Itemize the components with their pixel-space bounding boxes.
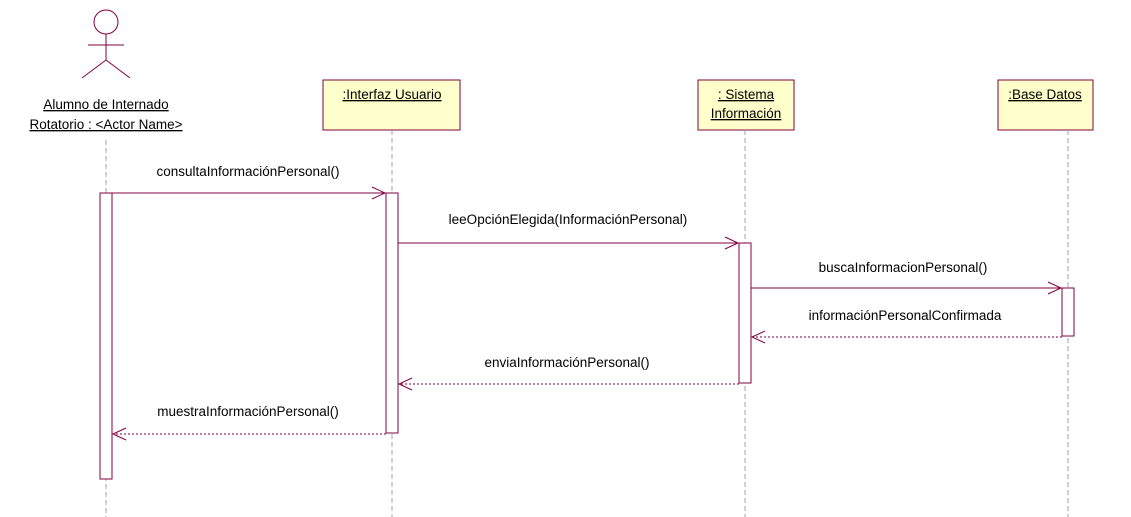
message-3-arrow xyxy=(751,281,1063,295)
message-5-arrow xyxy=(397,377,739,391)
activation-actor xyxy=(99,192,113,480)
message-1-label: consultaInformaciónPersonal() xyxy=(156,164,339,179)
message-1-arrow xyxy=(112,186,387,200)
actor-name-line2: Rotatorio : <Actor Name> xyxy=(29,117,182,132)
object-sistema-informacion[interactable]: : Sistema Información xyxy=(697,79,795,131)
object-base-datos[interactable]: :Base Datos xyxy=(997,79,1094,131)
message-2-arrow xyxy=(398,236,740,250)
message-6-arrow xyxy=(111,427,386,441)
object-interfaz-label: :Interfaz Usuario xyxy=(342,87,441,102)
activation-sistema xyxy=(738,242,752,384)
message-5-label: enviaInformaciónPersonal() xyxy=(484,355,649,370)
message-2-label: leeOpciónElegida(InformaciónPersonal) xyxy=(449,212,688,227)
message-4-label: informaciónPersonalConfirmada xyxy=(809,308,1002,323)
actor-figure xyxy=(81,9,131,79)
actor-name-line1: Alumno de Internado xyxy=(43,97,168,112)
object-base-label: :Base Datos xyxy=(1008,87,1082,102)
object-sistema-label-line2: Información xyxy=(711,106,782,121)
object-interfaz-usuario[interactable]: :Interfaz Usuario xyxy=(322,79,461,131)
message-4-arrow xyxy=(750,330,1062,344)
message-6-label: muestraInformaciónPersonal() xyxy=(157,404,339,419)
activation-interfaz xyxy=(385,192,399,434)
message-3-label: buscaInformacionPersonal() xyxy=(819,260,988,275)
object-sistema-label-line1: : Sistema xyxy=(718,87,775,102)
activation-base xyxy=(1061,287,1075,337)
